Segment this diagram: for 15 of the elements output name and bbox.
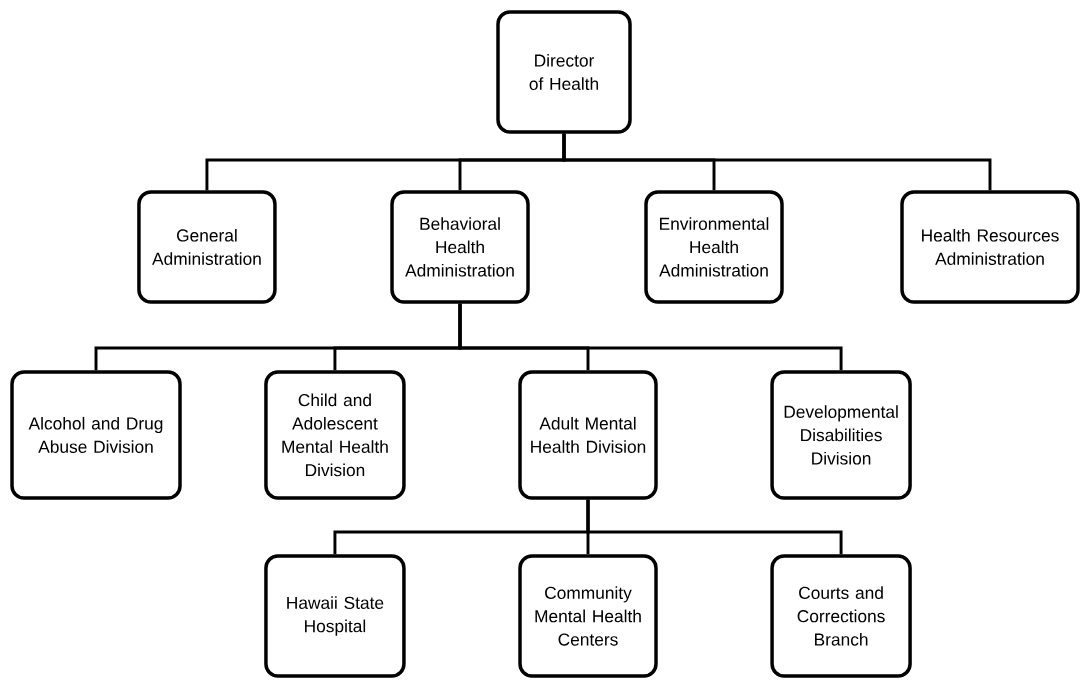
org-box: Community Mental Health Centers	[518, 554, 658, 678]
org-box: Behavioral Health Administration	[390, 190, 530, 304]
connector-line	[458, 303, 843, 371]
org-box: Courts and Corrections Branch	[770, 554, 912, 678]
connector-line	[586, 499, 843, 555]
connector-line	[562, 133, 992, 191]
org-box: General Administration	[137, 190, 277, 304]
org-box: Child and Adolescent Mental Health Division	[264, 370, 406, 500]
org-box: Developmental Disabilities Division	[770, 370, 912, 500]
org-box: Director of Health	[496, 10, 632, 134]
org-box: Environmental Health Administration	[644, 190, 784, 304]
org-box: Hawaii State Hospital	[264, 554, 406, 678]
org-box: Adult Mental Health Division	[518, 370, 658, 500]
org-box: Alcohol and Drug Abuse Division	[10, 370, 182, 500]
org-box: Health Resources Administration	[900, 190, 1080, 304]
